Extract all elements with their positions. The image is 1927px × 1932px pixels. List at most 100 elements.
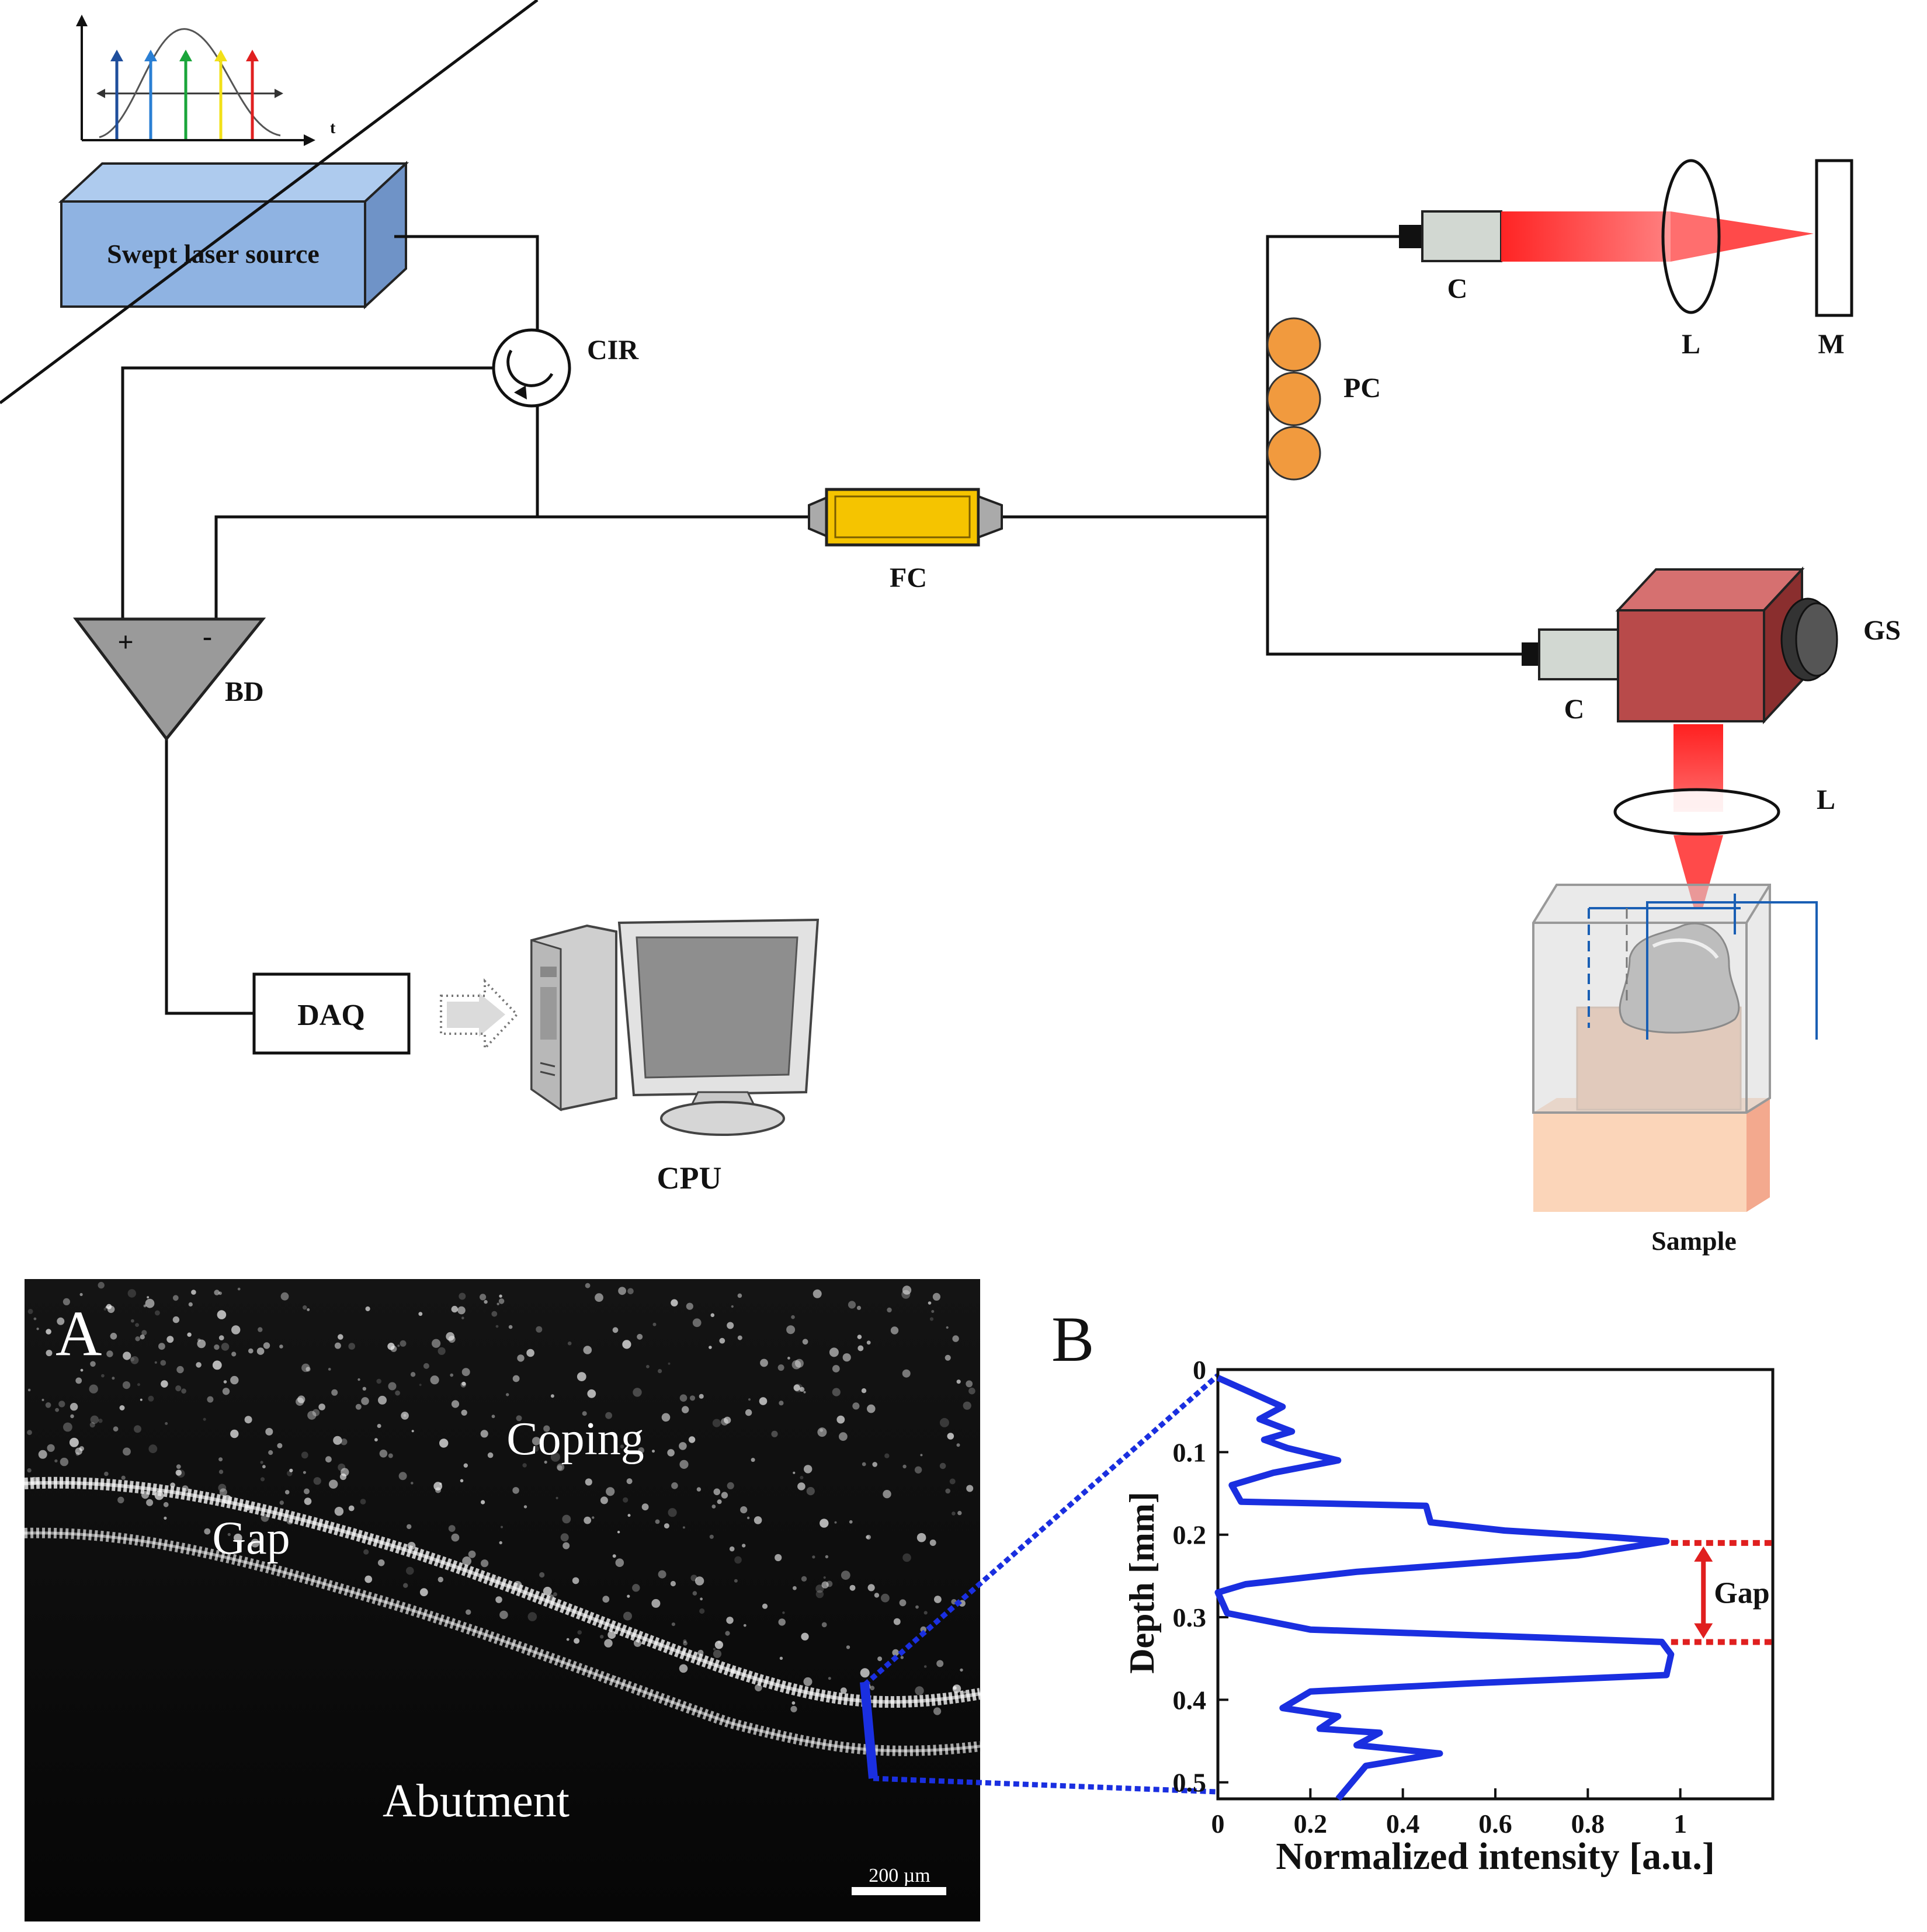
speckle	[280, 1292, 289, 1301]
cpu-label: CPU	[657, 1160, 722, 1196]
speckle	[920, 1454, 923, 1457]
speckle	[218, 1483, 227, 1492]
speckle	[804, 1465, 813, 1474]
speckle	[480, 1294, 487, 1301]
speckle	[721, 1492, 728, 1499]
speckle	[856, 1305, 862, 1310]
gap-label-b: Gap	[1714, 1577, 1769, 1610]
speckle	[615, 1558, 624, 1567]
speckle	[679, 1664, 688, 1673]
speckle	[411, 1430, 414, 1433]
speckle	[187, 1332, 192, 1337]
speckle	[248, 1348, 254, 1354]
speckle	[147, 1296, 150, 1299]
speckle	[158, 1343, 165, 1350]
speckle	[607, 1631, 616, 1639]
speckle	[218, 1291, 222, 1295]
speckle	[231, 1325, 241, 1335]
speckle	[516, 1415, 522, 1422]
speckle	[312, 1409, 320, 1416]
speckle	[832, 1388, 841, 1396]
speckle	[846, 1645, 850, 1649]
speckle	[145, 1298, 155, 1308]
speckle	[902, 1369, 911, 1378]
speckle	[363, 1549, 369, 1555]
speckle	[80, 1368, 84, 1372]
speckle	[567, 1341, 572, 1346]
speckle	[945, 1488, 950, 1494]
speckle	[655, 1519, 660, 1524]
speckle	[963, 1691, 966, 1694]
speckle	[411, 1482, 414, 1485]
speckle	[313, 1477, 321, 1485]
speckle	[543, 1425, 550, 1432]
speckle	[204, 1528, 211, 1535]
speckle	[583, 1346, 592, 1354]
circulator: CIR	[492, 328, 639, 408]
speckle	[754, 1516, 762, 1524]
speckle	[508, 1325, 513, 1329]
speckle	[461, 1381, 466, 1386]
speckle	[63, 1422, 72, 1432]
speckle	[123, 1351, 131, 1360]
speckle	[331, 1389, 338, 1396]
speckle	[334, 1507, 344, 1516]
speckle	[222, 1388, 230, 1395]
speckle	[357, 1378, 360, 1381]
speckle	[779, 1401, 784, 1406]
speckle	[929, 1317, 934, 1321]
speckle	[692, 1591, 697, 1596]
fiber-connections	[0, 0, 1525, 1015]
gs-label: GS	[1863, 615, 1901, 646]
speckle	[164, 1516, 167, 1520]
speckle	[27, 1430, 32, 1436]
speckle	[861, 1388, 867, 1394]
speckle	[627, 1288, 634, 1295]
speckle	[939, 1462, 946, 1469]
speckle	[957, 1510, 962, 1516]
sample-label: Sample	[1651, 1226, 1737, 1256]
speckle	[207, 1396, 214, 1403]
speckle	[388, 1453, 393, 1458]
speckle	[148, 1444, 158, 1454]
speckle	[777, 1364, 784, 1371]
speckle	[175, 1469, 182, 1476]
speckle	[638, 1447, 644, 1454]
speckle	[862, 1462, 866, 1467]
speckle	[432, 1339, 441, 1348]
speckle	[806, 1487, 815, 1496]
bd-label: BD	[225, 676, 264, 707]
speckle	[737, 1293, 742, 1298]
speckle	[793, 1384, 800, 1391]
speckle	[110, 1333, 117, 1340]
computer-icon: CPU	[530, 918, 820, 1196]
speckle	[923, 1611, 928, 1615]
speckle	[338, 1334, 343, 1340]
speckle	[713, 1648, 716, 1650]
speckle	[377, 1559, 385, 1566]
speckle	[743, 1624, 747, 1627]
speckle	[27, 1468, 32, 1473]
speckle	[557, 1463, 565, 1471]
speckle	[462, 1556, 471, 1566]
speckle	[117, 1496, 124, 1503]
speckle	[360, 1499, 366, 1505]
speckle	[141, 1330, 147, 1336]
speckle	[946, 1326, 949, 1329]
speckle	[277, 1443, 283, 1448]
speckle	[251, 1538, 260, 1548]
speckle	[305, 1367, 311, 1372]
speckle	[122, 1381, 131, 1389]
speckle	[679, 1442, 687, 1450]
speckle	[689, 1395, 696, 1401]
speckle	[623, 1497, 629, 1503]
speckle	[928, 1301, 932, 1305]
speckle	[820, 1519, 829, 1528]
speckle	[130, 1356, 139, 1364]
pc-label: PC	[1343, 373, 1381, 404]
speckle	[495, 1596, 502, 1603]
speckle	[166, 1336, 174, 1343]
speckle	[652, 1322, 657, 1326]
speckle	[154, 1361, 157, 1364]
